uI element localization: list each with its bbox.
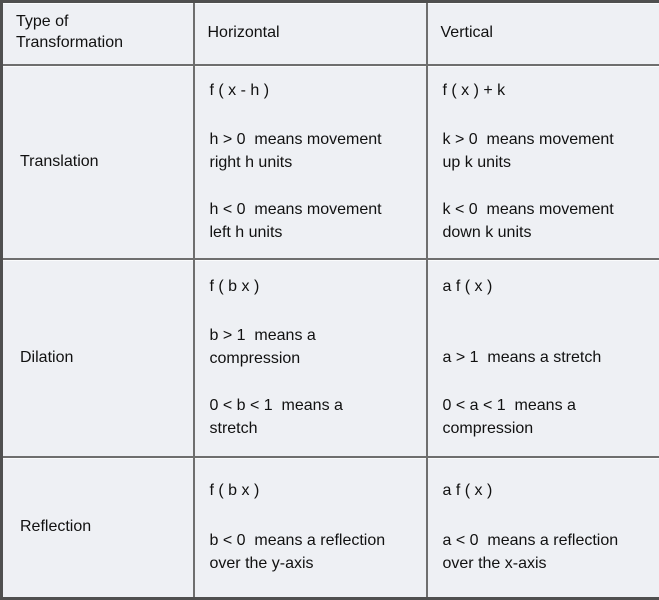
reflection-horizontal-cell: f ( b x ) b < 0 means a reflection over … bbox=[192, 455, 428, 600]
header-row: Type of Transformation Horizontal Vertic… bbox=[0, 0, 659, 66]
translation-vertical-cell: f ( x ) + k k > 0 means movement up k un… bbox=[425, 63, 659, 260]
table-row-dilation: Dilation f ( b x ) b > 1 means a compres… bbox=[0, 257, 659, 458]
dilation-horizontal-cell: f ( b x ) b > 1 means a compression 0 < … bbox=[192, 257, 428, 458]
note-text: 0 < a < 1 means a compression bbox=[442, 396, 576, 437]
note-text: k > 0 means movement up k units bbox=[442, 130, 614, 171]
note-text: h < 0 means movement left h units bbox=[209, 201, 382, 242]
note-text: h > 0 means movement right h units bbox=[209, 130, 382, 171]
formula-text: f ( x ) + k bbox=[442, 81, 506, 99]
table-row-reflection: Reflection f ( b x ) b < 0 means a refle… bbox=[0, 455, 659, 600]
row-label-reflection: Reflection bbox=[0, 455, 195, 600]
row-label-translation: Translation bbox=[0, 63, 195, 260]
note-text: b < 0 means a reflection over the y-axis bbox=[209, 531, 386, 572]
dilation-vertical-cell: a f ( x ) a > 1 means a stretch 0 < a < … bbox=[425, 257, 659, 458]
note-text: k < 0 means movement down k units bbox=[442, 201, 614, 242]
header-type-of-transformation: Type of Transformation bbox=[0, 0, 195, 66]
formula-text: a f ( x ) bbox=[442, 278, 493, 296]
note-text: a > 1 means a stretch bbox=[442, 349, 602, 367]
header-horizontal: Horizontal bbox=[192, 0, 428, 66]
translation-horizontal-cell: f ( x - h ) h > 0 means movement right h… bbox=[192, 63, 428, 260]
row-label-dilation: Dilation bbox=[0, 257, 195, 458]
table-row-translation: Translation f ( x - h ) h > 0 means move… bbox=[0, 63, 659, 260]
formula-text: f ( b x ) bbox=[209, 277, 260, 295]
note-text: 0 < b < 1 means a stretch bbox=[209, 397, 343, 438]
formula-text: f ( x - h ) bbox=[209, 81, 270, 99]
header-vertical: Vertical bbox=[425, 0, 659, 66]
note-text: b > 1 means a compression bbox=[209, 326, 316, 367]
note-text: a < 0 means a reflection over the x-axis bbox=[442, 531, 619, 572]
reflection-vertical-cell: a f ( x ) a < 0 means a reflection over … bbox=[425, 455, 659, 600]
formula-text: a f ( x ) bbox=[442, 482, 493, 500]
formula-text: f ( b x ) bbox=[209, 482, 260, 500]
